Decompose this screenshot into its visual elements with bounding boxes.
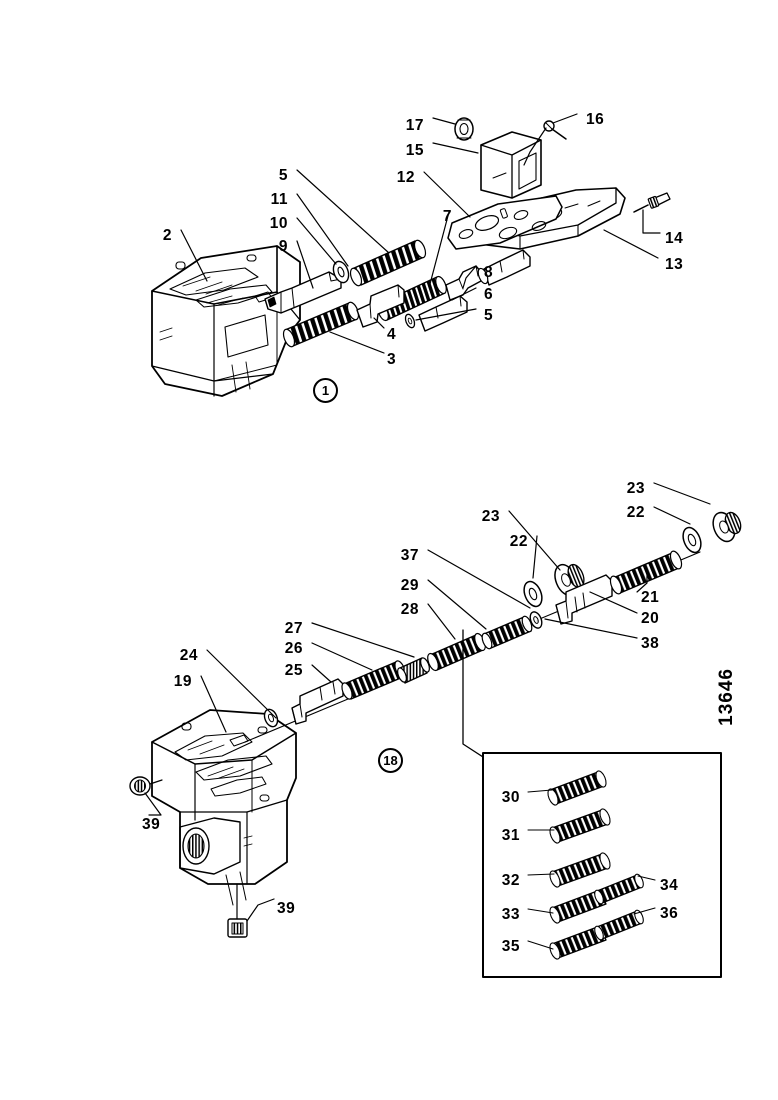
part-callout-9: 9 (278, 238, 288, 255)
part-3-spring (282, 301, 360, 348)
part-callout-21: 21 (641, 589, 660, 606)
part-callout-33: 33 (501, 906, 520, 923)
part-callout-6: 6 (484, 286, 494, 303)
part-6-spool (418, 295, 468, 332)
part-22-washer-left (523, 580, 543, 608)
part-25-spool (291, 678, 344, 725)
part-callout-36: 36 (660, 905, 679, 922)
part-22-washer-right (682, 526, 702, 554)
part-callout-20: 20 (641, 610, 660, 627)
part-callout-8: 8 (484, 264, 494, 281)
part-callout-30: 30 (501, 789, 520, 806)
lower-valve-body (151, 709, 297, 906)
part-17-nut (454, 117, 474, 141)
part-upper-spool-right (477, 249, 531, 286)
part-21-spring (609, 550, 683, 595)
part-callout-23: 23 (481, 508, 500, 525)
part-11-spring (349, 239, 427, 287)
part-callout-28: 28 (400, 601, 419, 618)
figure-callout-18: 18 (378, 748, 403, 773)
part-callout-10: 10 (269, 215, 288, 232)
part-callout-25: 25 (284, 662, 303, 679)
part-callout-34: 34 (660, 877, 679, 894)
part-callout-13: 13 (665, 256, 684, 273)
part-15-solenoid (480, 131, 542, 199)
part-callout-3: 3 (387, 351, 397, 368)
part-14-bolt (633, 192, 671, 213)
part-27-bushing (397, 657, 430, 684)
part-callout-15: 15 (405, 142, 424, 159)
part-26-spring (341, 660, 406, 700)
part-callout-12: 12 (396, 169, 415, 186)
part-29-spring (481, 615, 533, 650)
spring-detail-items (527, 770, 656, 960)
part-callout-39: 39 (277, 900, 296, 917)
part-callout-39: 39 (142, 816, 161, 833)
upper-valve-body (151, 245, 301, 397)
part-callout-38: 38 (641, 635, 660, 652)
part-39-plug-left (129, 776, 163, 796)
figure-callout-1: 1 (313, 378, 338, 403)
part-callout-23: 23 (626, 480, 645, 497)
part-10-washer (332, 260, 350, 284)
part-12-gasket (447, 195, 563, 250)
part-callout-35: 35 (501, 938, 520, 955)
part-callout-37: 37 (400, 547, 419, 564)
part-callout-5: 5 (484, 307, 494, 324)
part-callout-2: 2 (162, 227, 172, 244)
part-23-nut-right (712, 511, 742, 543)
part-callout-22: 22 (509, 533, 528, 550)
part-callout-26: 26 (284, 640, 303, 657)
part-callout-4: 4 (387, 326, 397, 343)
part-16-screw (543, 120, 567, 140)
part-callout-31: 31 (501, 827, 520, 844)
part-callout-7: 7 (442, 208, 452, 225)
part-callout-27: 27 (284, 620, 303, 637)
part-callout-5: 5 (278, 167, 288, 184)
part-callout-29: 29 (400, 577, 419, 594)
drawing-number: 13646 (716, 668, 737, 726)
part-callout-19: 19 (173, 673, 192, 690)
part-callout-32: 32 (501, 872, 520, 889)
part-callout-24: 24 (179, 647, 198, 664)
part-callout-22: 22 (626, 504, 645, 521)
part-37-nut (529, 611, 543, 629)
part-4-spool (356, 284, 405, 328)
part-5-ring (404, 313, 416, 329)
part-callout-17: 17 (405, 117, 424, 134)
part-callout-16: 16 (586, 111, 605, 128)
part-38-ring (536, 619, 539, 622)
part-28-spring (427, 632, 486, 672)
part-callout-14: 14 (665, 230, 684, 247)
part-callout-11: 11 (270, 191, 288, 208)
part-39-plug-bottom (227, 883, 248, 938)
